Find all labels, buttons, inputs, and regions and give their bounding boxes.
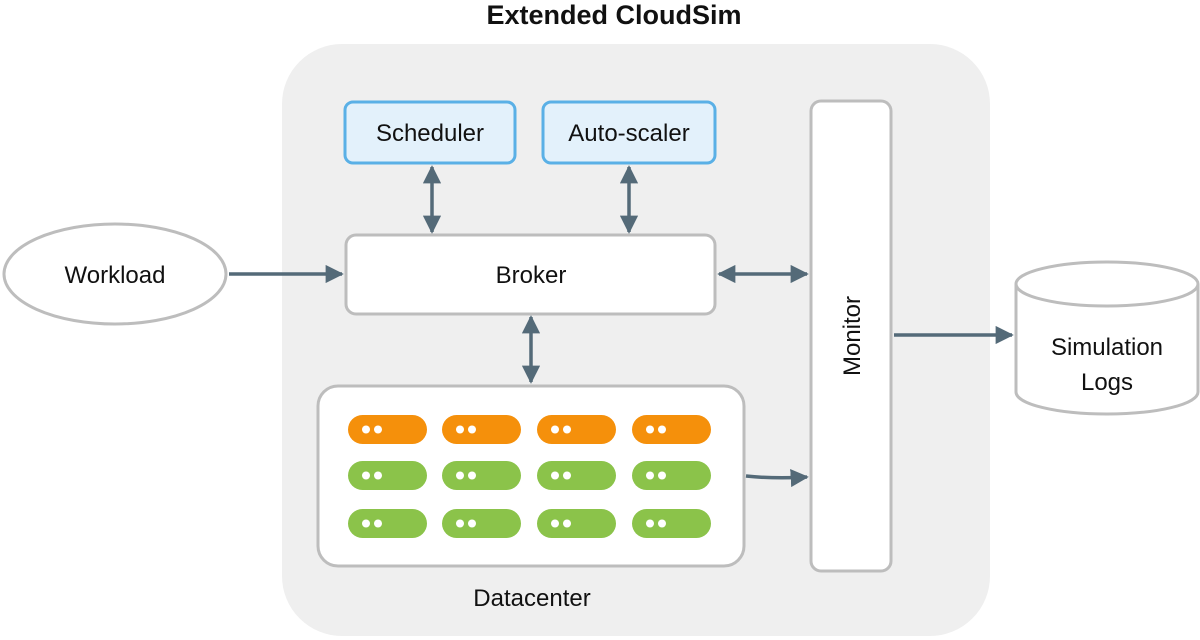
server-led bbox=[374, 425, 382, 434]
server-led bbox=[468, 519, 476, 528]
server-led bbox=[551, 425, 559, 434]
server-led bbox=[456, 425, 464, 434]
server-led bbox=[362, 425, 370, 434]
server-green bbox=[442, 461, 521, 490]
server-led bbox=[456, 519, 464, 528]
server-led bbox=[658, 519, 666, 528]
workload-node: Workload bbox=[2, 222, 228, 326]
logs-label-line1: Simulation bbox=[1051, 334, 1163, 361]
server-led bbox=[374, 519, 382, 528]
server-led bbox=[563, 471, 571, 480]
scheduler-node: Scheduler bbox=[343, 100, 517, 165]
server-led bbox=[646, 425, 654, 434]
simulation-logs-node: Simulation Logs bbox=[1014, 260, 1200, 416]
broker-node: Broker bbox=[344, 233, 717, 316]
arrow-datacenter-to-monitor bbox=[745, 468, 809, 488]
logs-label-line2: Logs bbox=[1081, 369, 1133, 396]
server-led bbox=[468, 471, 476, 480]
server-led bbox=[563, 425, 571, 434]
server-green bbox=[442, 509, 521, 538]
server-green bbox=[632, 509, 711, 538]
server-led bbox=[658, 425, 666, 434]
server-orange bbox=[442, 415, 521, 444]
server-led bbox=[468, 425, 476, 434]
scheduler-label: Scheduler bbox=[376, 120, 484, 147]
server-led bbox=[646, 519, 654, 528]
server-led bbox=[563, 519, 571, 528]
datacenter-node bbox=[316, 384, 746, 568]
server-led bbox=[374, 471, 382, 480]
server-led bbox=[456, 471, 464, 480]
autoscaler-node: Auto-scaler bbox=[541, 100, 717, 165]
monitor-label: Monitor bbox=[839, 296, 866, 376]
server-green bbox=[632, 461, 711, 490]
server-green bbox=[348, 461, 427, 490]
autoscaler-label: Auto-scaler bbox=[568, 120, 689, 147]
server-green bbox=[537, 509, 616, 538]
server-green bbox=[348, 509, 427, 538]
monitor-node: Monitor bbox=[809, 99, 893, 573]
server-orange bbox=[632, 415, 711, 444]
server-led bbox=[551, 471, 559, 480]
workload-label: Workload bbox=[65, 262, 166, 289]
datacenter-label: Datacenter bbox=[473, 585, 590, 612]
diagram-title: Extended CloudSim bbox=[486, 0, 741, 30]
server-led bbox=[551, 519, 559, 528]
server-led bbox=[658, 471, 666, 480]
server-orange bbox=[348, 415, 427, 444]
server-led bbox=[362, 519, 370, 528]
broker-label: Broker bbox=[496, 262, 567, 289]
server-orange bbox=[537, 415, 616, 444]
server-grid bbox=[348, 415, 711, 538]
server-led bbox=[362, 471, 370, 480]
server-led bbox=[646, 471, 654, 480]
server-green bbox=[537, 461, 616, 490]
